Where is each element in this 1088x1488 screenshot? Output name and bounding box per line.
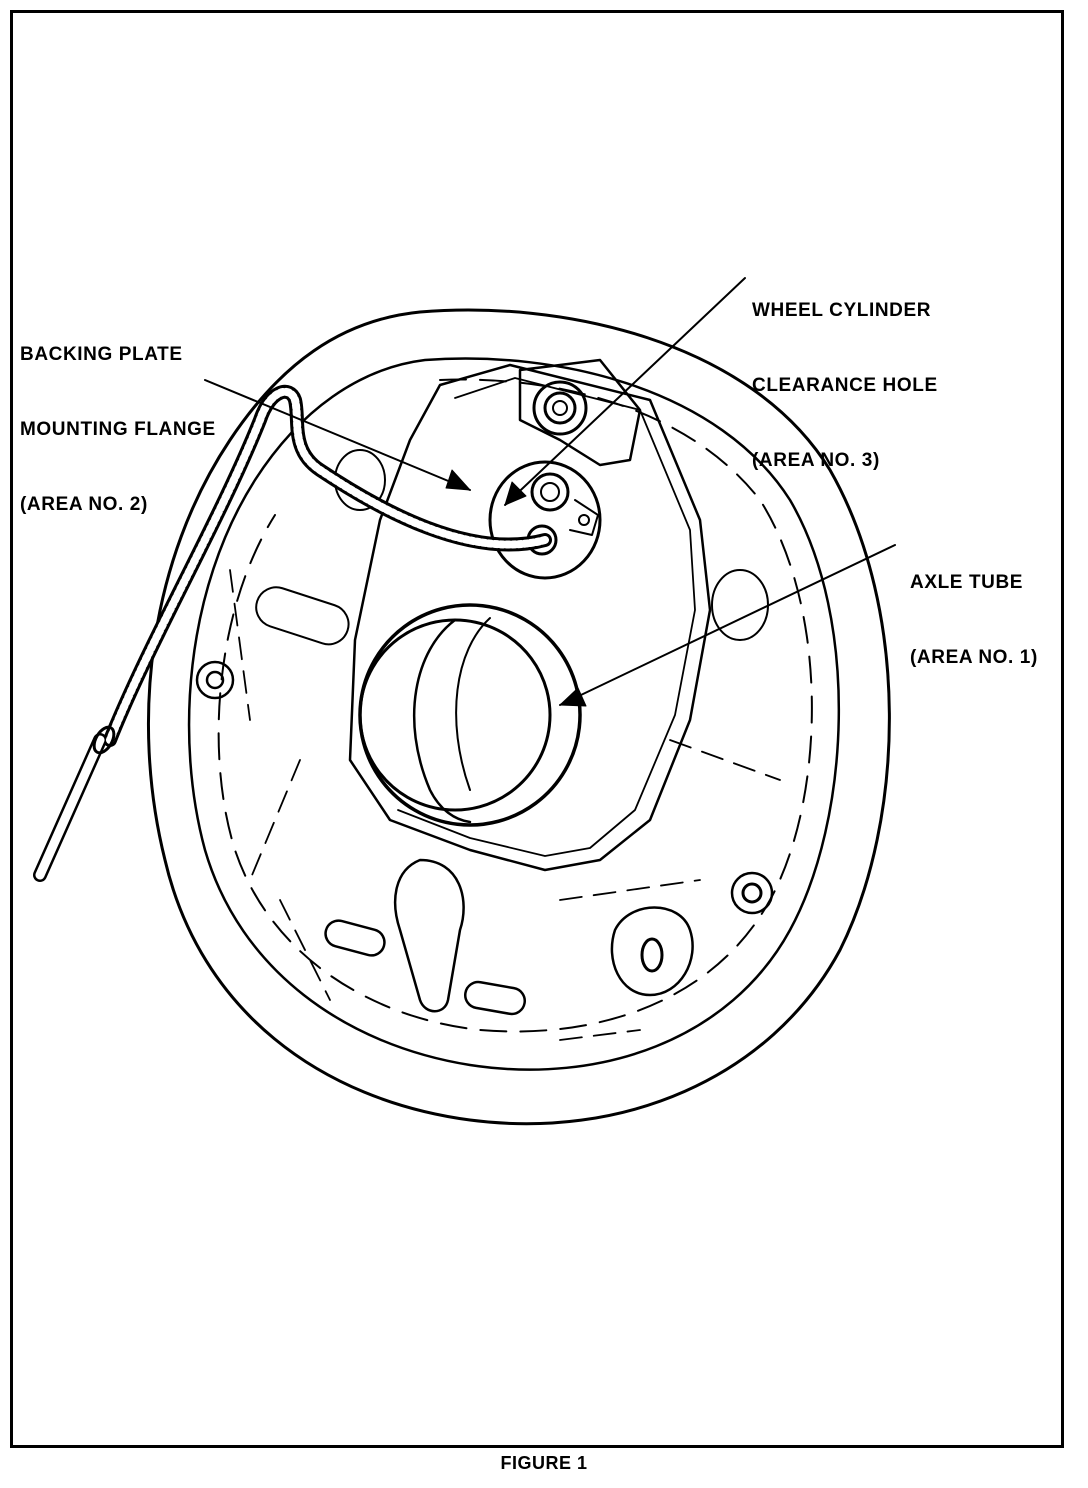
mounting-hole-left bbox=[195, 660, 235, 700]
leader-wheel-cylinder bbox=[504, 277, 746, 506]
figure-caption: FIGURE 1 bbox=[500, 1453, 588, 1473]
backing-plate-inner-rim bbox=[187, 357, 840, 1071]
slot-right bbox=[711, 569, 769, 641]
mounting-hole-right bbox=[730, 871, 774, 915]
wheel-cylinder-clearance-hole bbox=[488, 460, 602, 580]
axle-tube-label-line-1: AXLE TUBE bbox=[910, 572, 1024, 593]
slot-lower bbox=[464, 980, 526, 1016]
backing-plate-label-line-3: (AREA NO. 2) bbox=[20, 494, 148, 515]
backing-plate-outer-rim bbox=[146, 308, 891, 1126]
slot-lower-left bbox=[324, 919, 386, 957]
lower-shoe-tab bbox=[393, 858, 465, 1013]
wheel-cylinder-label: WHEEL CYLINDER CLEARANCE HOLE (AREA NO. … bbox=[752, 248, 938, 498]
axle-tube-label-line-2: (AREA NO. 1) bbox=[910, 647, 1038, 668]
stiffening-rib-dashed bbox=[217, 378, 813, 1033]
figure-frame bbox=[10, 10, 1064, 1448]
anchor-boss bbox=[610, 906, 694, 997]
backing-plate-label-line-2: MOUNTING FLANGE bbox=[20, 419, 216, 440]
backing-plate-label: BACKING PLATE MOUNTING FLANGE (AREA NO. … bbox=[20, 292, 216, 542]
leader-axle-tube bbox=[559, 544, 896, 706]
wheel-cylinder-bracket bbox=[518, 358, 642, 467]
center-mounting-plate bbox=[348, 363, 712, 872]
backing-plate-label-line-1: BACKING PLATE bbox=[20, 344, 183, 365]
leader-flange bbox=[204, 379, 471, 491]
axle-tube-inner bbox=[358, 618, 552, 812]
wheel-cylinder-label-line-1: WHEEL CYLINDER bbox=[752, 300, 932, 321]
axle-tube-label: AXLE TUBE (AREA NO. 1) bbox=[910, 520, 1038, 695]
slot-upper-left bbox=[255, 586, 350, 646]
wheel-cylinder-label-line-2: CLEARANCE HOLE bbox=[752, 375, 938, 396]
wheel-cylinder-label-line-3: (AREA NO. 3) bbox=[752, 450, 880, 471]
